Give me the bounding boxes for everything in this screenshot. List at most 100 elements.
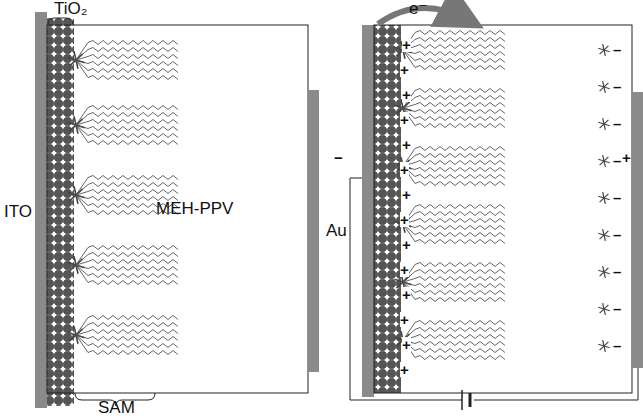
charge-sign: – — [613, 42, 621, 57]
mehppv-layer — [47, 25, 308, 393]
tio2-layer — [47, 18, 74, 406]
sam-chain — [403, 108, 505, 121]
sam-chain — [403, 340, 505, 353]
sam-chain — [403, 166, 505, 172]
sam-chain — [76, 323, 178, 336]
part-label: SAM — [98, 399, 135, 416]
charge-sign: + — [400, 62, 409, 77]
sam-chain — [76, 120, 178, 126]
sam-chain — [76, 330, 178, 336]
sam-chain — [403, 166, 505, 179]
molecule-core — [600, 46, 609, 54]
molecule-core — [600, 342, 609, 350]
charge-sign: + — [402, 287, 411, 302]
charge-sign: + — [400, 312, 409, 327]
sam-chain — [76, 125, 178, 138]
sam-chain — [76, 316, 178, 336]
sam-chain — [403, 166, 505, 186]
sam-chain — [403, 154, 505, 167]
sam-chain — [76, 48, 178, 61]
circuit-wire — [350, 178, 638, 400]
charge-sign: – — [613, 264, 621, 279]
molecule-core — [600, 231, 609, 239]
sam-chain — [76, 190, 178, 196]
sam-chain — [403, 50, 505, 56]
battery-symbol — [461, 390, 463, 410]
mehppv-layer — [374, 25, 632, 393]
sam-chain — [403, 50, 505, 63]
sam-chain — [403, 282, 505, 295]
molecule-core — [600, 157, 609, 165]
sam-chain — [76, 60, 178, 66]
sam-chain — [403, 282, 505, 302]
sam-chain — [403, 50, 505, 70]
charge-sign: + — [402, 187, 411, 202]
part-label: Au — [326, 222, 347, 239]
sam-chain — [403, 263, 505, 283]
sam-chain — [403, 205, 505, 225]
molecule-core — [600, 305, 609, 313]
charge-sign: + — [402, 137, 411, 152]
sam-chain — [76, 176, 178, 196]
sam-chain — [403, 270, 505, 283]
charge-sign: + — [402, 87, 411, 102]
sam-chain — [403, 108, 505, 114]
sam-chain — [76, 60, 178, 80]
sam-chain — [403, 212, 505, 225]
sam-chain — [76, 253, 178, 266]
sam-chain — [403, 108, 505, 128]
part-label: ITO — [4, 203, 32, 220]
charge-sign: – — [613, 338, 621, 353]
charge-sign: – — [613, 153, 621, 168]
charge-sign: + — [400, 262, 409, 277]
sam-chain — [76, 246, 178, 266]
charge-sign: + — [400, 162, 409, 177]
sam-chain — [76, 335, 178, 348]
sam-chain — [76, 125, 178, 145]
charge-sign: + — [400, 212, 409, 227]
sam-chain — [403, 31, 505, 51]
sam-chain — [403, 335, 505, 341]
sam-chain — [76, 125, 178, 131]
sam-chain — [403, 328, 505, 341]
sam-chain — [403, 219, 505, 225]
charge-sign: − — [334, 150, 343, 165]
sam-chain — [76, 260, 178, 266]
sam-chain — [76, 41, 178, 61]
sam-chain — [76, 106, 178, 126]
charge-sign: – — [613, 79, 621, 94]
battery-symbol — [469, 393, 472, 407]
part-label: TiO₂ — [54, 0, 87, 17]
charge-sign: + — [400, 112, 409, 127]
charge-sign: + — [402, 237, 411, 252]
au-electrode — [308, 90, 319, 372]
sam-chain — [403, 224, 505, 230]
ito-electrode — [35, 12, 47, 408]
charge-sign: – — [613, 190, 621, 205]
molecule-core — [600, 120, 609, 128]
charge-sign: + — [622, 150, 631, 165]
sam-chain — [76, 60, 178, 73]
sam-chain — [403, 45, 505, 51]
sam-chain — [76, 265, 178, 278]
charge-sign: + — [402, 337, 411, 352]
sam-chain — [403, 161, 505, 167]
sam-chain — [403, 340, 505, 346]
part-label: e⁻ — [409, 0, 427, 17]
charge-sign: + — [402, 37, 411, 52]
sam-chain — [403, 282, 505, 288]
sam-chain — [403, 96, 505, 109]
sam-chain — [76, 55, 178, 61]
sam-chain — [76, 265, 178, 271]
charge-sign: – — [613, 227, 621, 242]
sam-chain — [403, 224, 505, 237]
sam-chain — [76, 335, 178, 341]
sam-chain — [403, 38, 505, 51]
sam-chain — [403, 224, 505, 244]
sam-chain — [403, 321, 505, 341]
charge-sign: – — [613, 301, 621, 316]
sam-chain — [76, 113, 178, 126]
sam-chain — [403, 103, 505, 109]
